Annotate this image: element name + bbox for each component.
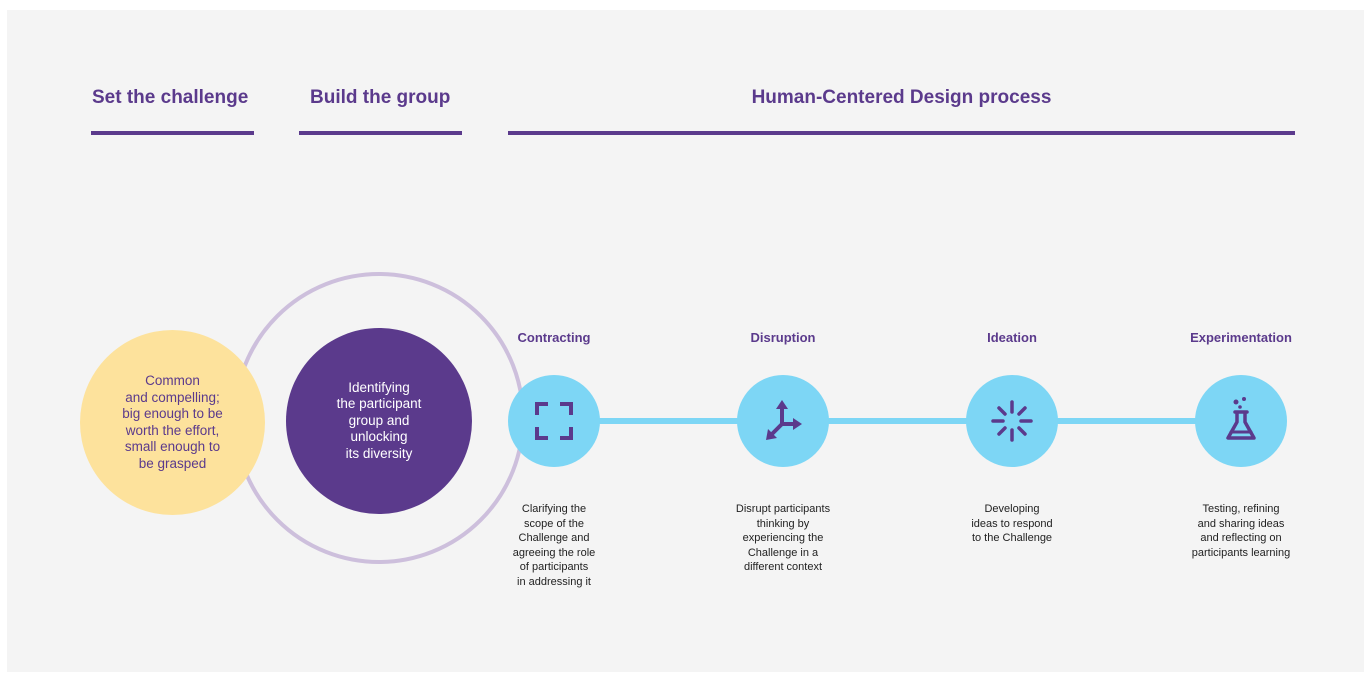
step-title-contracting: Contracting (517, 330, 591, 345)
step-node-experimentation (1195, 375, 1287, 467)
step-title-disruption: Disruption (750, 330, 816, 345)
header-hcd-process: Human-Centered Design process (751, 87, 1052, 108)
diagram-canvas (7, 10, 1364, 672)
process-connector-line (554, 418, 1242, 424)
step-node-ideation (966, 375, 1058, 467)
header-set-challenge: Set the challenge (92, 87, 249, 108)
focus-frame-icon (535, 402, 573, 440)
header-rule-set-challenge (91, 131, 254, 135)
sparkle-burst-icon (991, 400, 1033, 442)
step-desc-contracting: Clarifying the scope of the Challenge an… (512, 503, 596, 588)
flask-icon (1226, 397, 1256, 440)
diverging-arrows-icon (766, 400, 802, 440)
challenge-circle-text: Common and compelling; big enough to be … (122, 373, 223, 471)
step-desc-experimentation: Testing, refining and sharing ideas and … (1191, 503, 1291, 559)
header-rule-hcd-process (508, 131, 1295, 135)
header-rule-build-group (299, 131, 462, 135)
challenge-circle: Common and compelling; big enough to be … (80, 330, 265, 515)
group-circle: Identifying the participant group and un… (286, 328, 472, 514)
header-build-group: Build the group (310, 87, 451, 108)
step-desc-ideation: Developing ideas to respond to the Chall… (971, 503, 1053, 544)
step-node-contracting (508, 375, 600, 467)
step-node-disruption (737, 375, 829, 467)
group-circle-text: Identifying the participant group and un… (336, 379, 422, 461)
step-title-experimentation: Experimentation (1190, 330, 1292, 345)
step-title-ideation: Ideation (987, 330, 1037, 345)
step-desc-disruption: Disrupt participants thinking by experie… (735, 503, 831, 573)
